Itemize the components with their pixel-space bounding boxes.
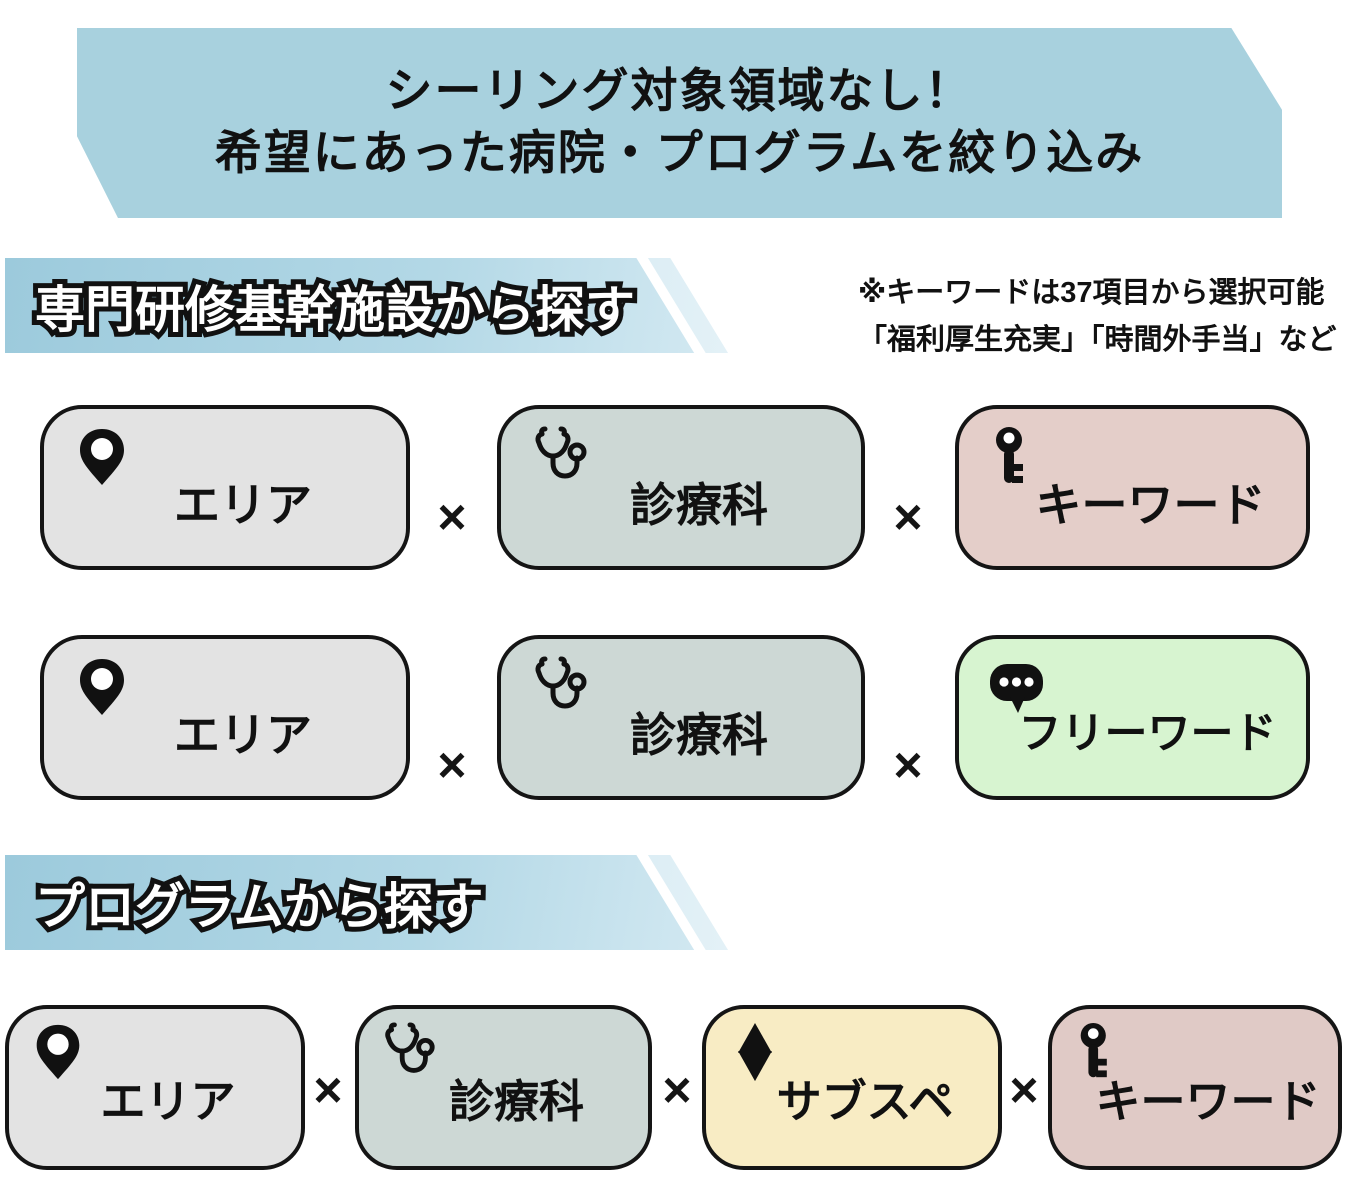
filter-box-label: エリア <box>174 709 312 761</box>
multiply-separator: × <box>437 489 467 545</box>
filter-box-department: 診療科 <box>497 405 865 570</box>
filter-box-label: キーワード <box>1035 479 1266 531</box>
filter-box-department: 診療科 <box>497 635 865 800</box>
stethoscope-icon <box>527 655 591 719</box>
filter-box-subspecialty: サブスペ <box>702 1005 1002 1170</box>
multiply-separator: × <box>893 737 923 793</box>
filter-box-label: 診療科 <box>630 709 768 761</box>
filter-box-area: エリア <box>40 635 410 800</box>
filter-box-label: エリア <box>100 1076 236 1127</box>
filter-box-keyword: キーワード <box>1048 1005 1342 1170</box>
title-banner: シーリング対象領域なし！ 希望にあった病院・プログラムを絞り込み <box>77 28 1282 218</box>
filter-box-label: 診療科 <box>448 1076 584 1127</box>
section-header-program: プログラムから探す プログラムから探す <box>5 855 775 950</box>
keyword-note: ※キーワードは37項目から選択可能 「福利厚生充実」「時間外手当」など <box>858 270 1348 364</box>
filter-box-department: 診療科 <box>355 1005 652 1170</box>
filter-box-label: キーワード <box>1095 1076 1321 1127</box>
multiply-separator: × <box>437 737 467 793</box>
section-title-facility: 専門研修基幹施設から探す 専門研修基幹施設から探す <box>30 277 640 343</box>
filter-box-label: サブスペ <box>776 1076 954 1127</box>
stethoscope-icon <box>377 1021 439 1083</box>
section-header-facility: 専門研修基幹施設から探す 専門研修基幹施設から探す <box>5 258 775 353</box>
stethoscope-icon <box>527 425 591 489</box>
keyword-note-line-1: ※キーワードは37項目から選択可能 <box>858 277 1325 309</box>
location-pin-icon <box>70 425 134 489</box>
key-icon <box>985 425 1049 489</box>
filter-box-freeword: フリーワード <box>955 635 1310 800</box>
star-icon <box>724 1021 786 1083</box>
multiply-separator: × <box>662 1062 692 1118</box>
multiply-separator: × <box>313 1062 343 1118</box>
filter-box-label: フリーワード <box>1018 710 1277 758</box>
location-pin-icon <box>27 1021 89 1083</box>
filter-box-area: エリア <box>5 1005 305 1170</box>
ribbon-band <box>5 258 695 353</box>
banner-line-2: 希望にあった病院・プログラムを絞り込み <box>214 126 1145 181</box>
filter-box-label: 診療科 <box>630 479 768 531</box>
filter-box-label: エリア <box>174 479 312 531</box>
filter-box-keyword: キーワード <box>955 405 1310 570</box>
location-pin-icon <box>70 655 134 719</box>
filter-box-area: エリア <box>40 405 410 570</box>
ribbon-band <box>5 855 695 950</box>
multiply-separator: × <box>893 489 923 545</box>
section-title-program: プログラムから探す プログラムから探す <box>30 874 488 940</box>
multiply-separator: × <box>1009 1062 1039 1118</box>
keyword-note-line-2: 「福利厚生充実」「時間外手当」など <box>858 324 1337 356</box>
banner-line-1: シーリング対象領域なし！ <box>385 64 974 120</box>
key-icon <box>1070 1021 1132 1083</box>
speech-bubble-icon <box>985 655 1049 719</box>
